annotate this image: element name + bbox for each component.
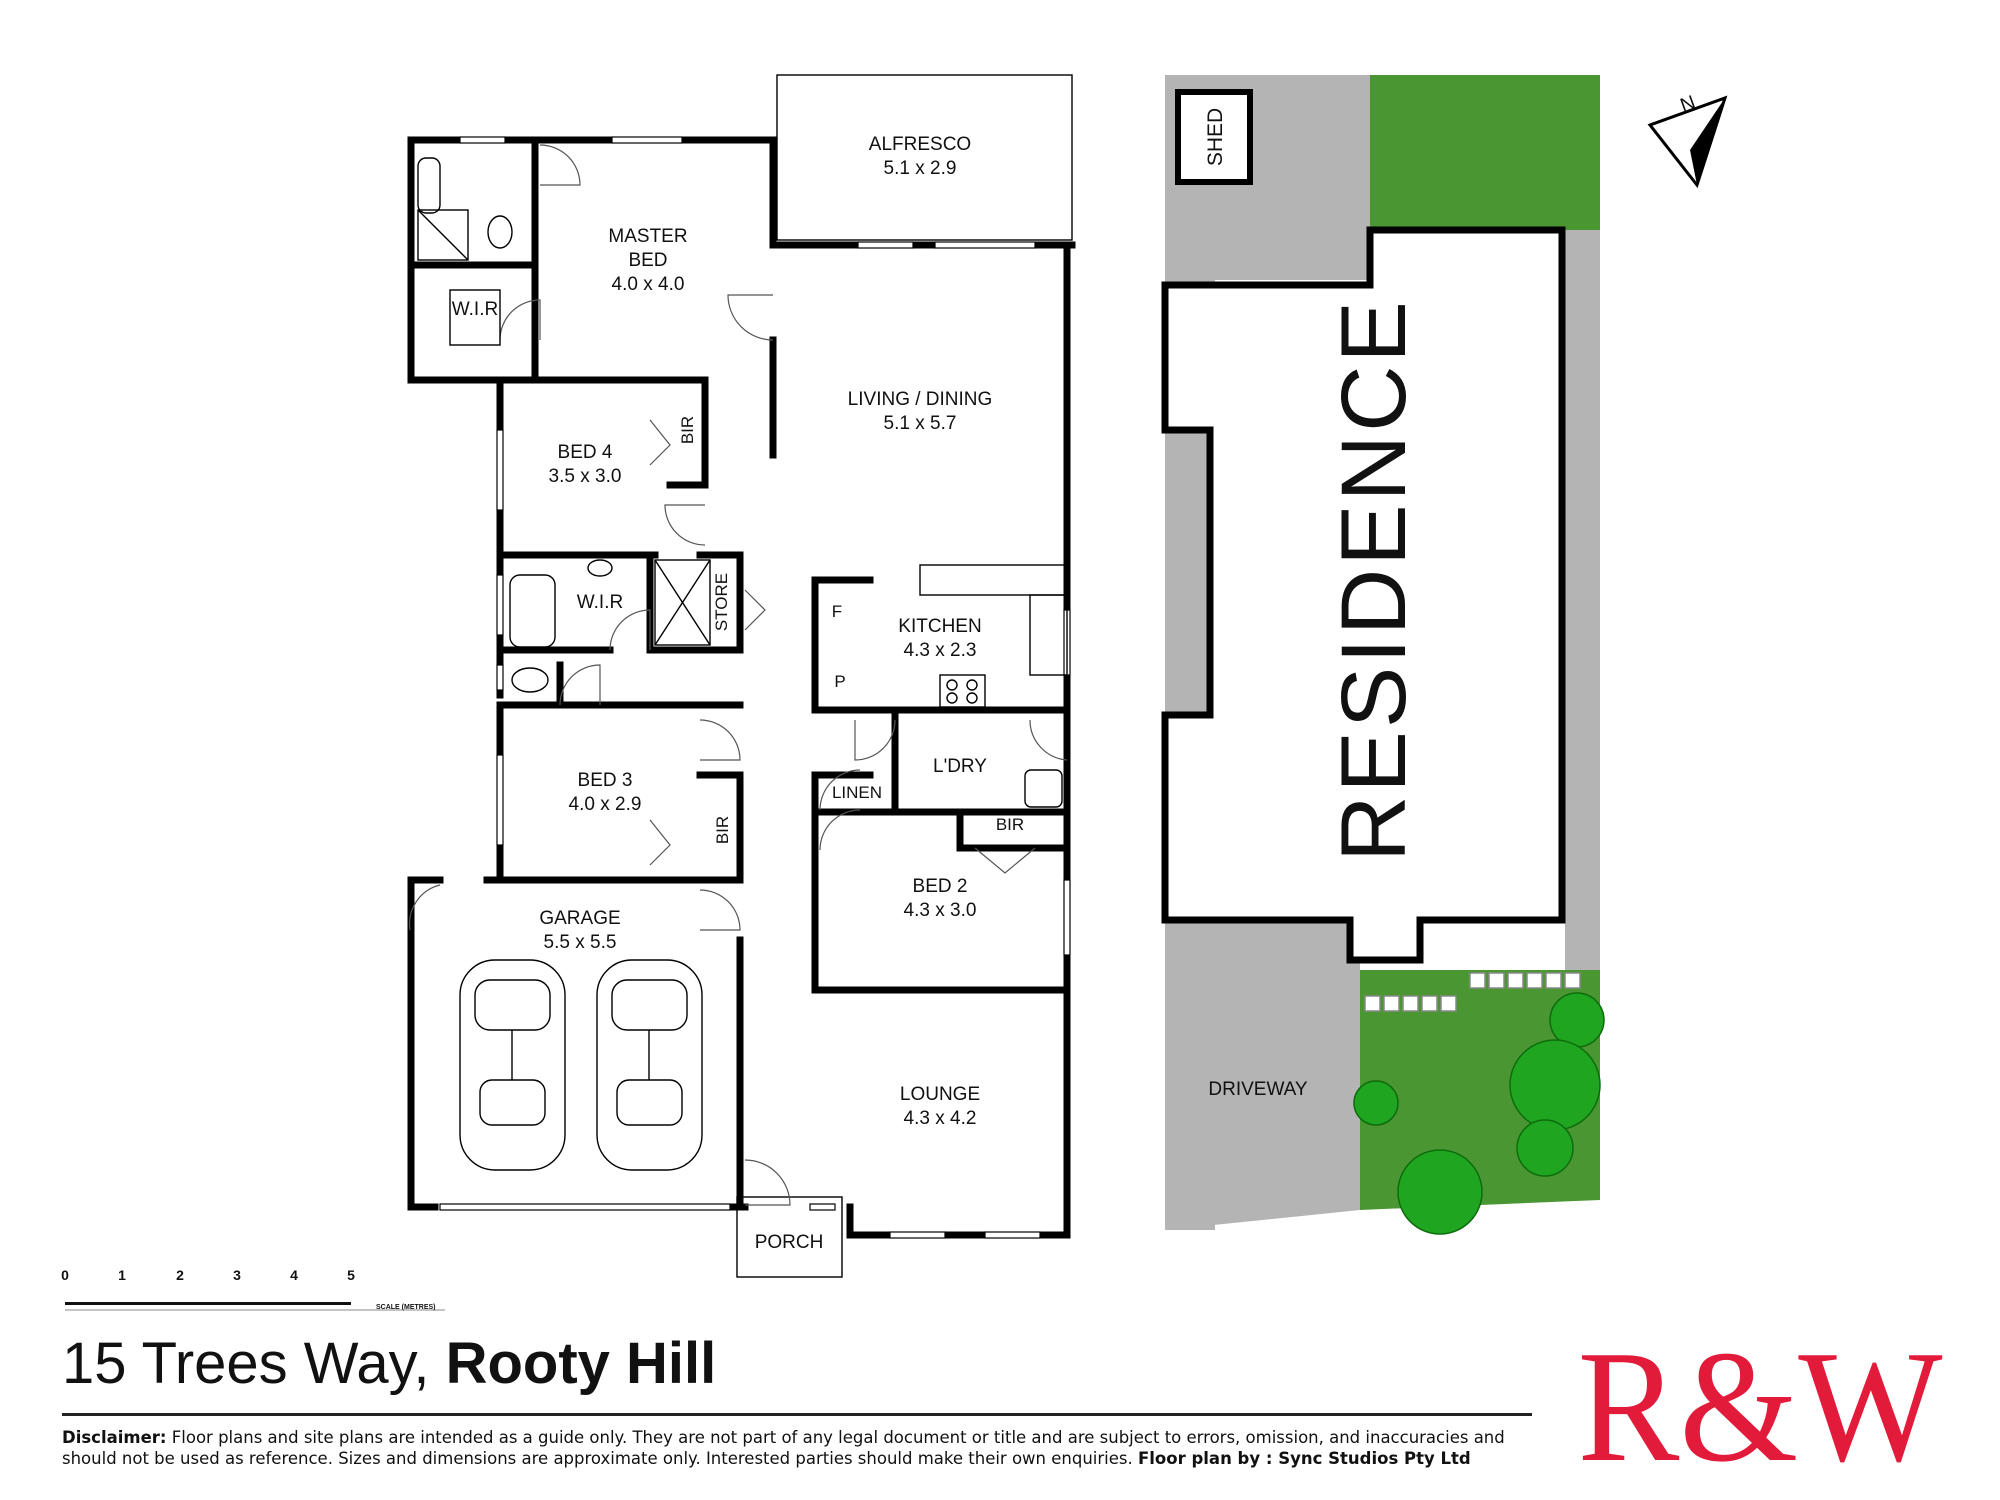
living-name: LIVING / DINING [848, 389, 993, 410]
garage-name: GARAGE [539, 908, 620, 929]
fridge-label: F [832, 602, 842, 621]
scale-tick-4: 4 [290, 1267, 298, 1283]
master-bed-name-1: MASTER [608, 226, 687, 247]
disclaimer-label: Disclaimer: [62, 1428, 167, 1447]
disclaimer: Disclaimer: Floor plans and site plans a… [62, 1427, 1542, 1469]
master-bed-size: 4.0 x 4.0 [612, 274, 685, 295]
shed-label: SHED [1204, 108, 1227, 166]
scale-line [65, 1302, 351, 1305]
bed4-size: 3.5 x 3.0 [549, 466, 622, 487]
site-plan: SHED RESIDENCE DRIVEWAY N [1161, 75, 1728, 1235]
scale-tick-3: 3 [233, 1267, 241, 1283]
bed4-name: BED 4 [558, 442, 613, 463]
scale-tick-1: 1 [118, 1267, 126, 1283]
lawn-strip [1565, 890, 1600, 970]
address-street: 15 Trees Way, [62, 1331, 446, 1396]
driveway-label: DRIVEWAY [1208, 1079, 1308, 1100]
alfresco-size: 5.1 x 2.9 [884, 158, 957, 179]
kitchen-name: KITCHEN [898, 616, 981, 637]
master-bed-name-2: BED [628, 250, 667, 271]
paving-right-strip [1562, 230, 1600, 890]
property-address: 15 Trees Way, Rooty Hill [62, 1335, 716, 1393]
alfresco-name: ALFRESCO [869, 134, 971, 155]
divider [62, 1413, 1532, 1416]
laundry-name: L'DRY [933, 756, 987, 777]
lounge-name: LOUNGE [900, 1084, 980, 1105]
north-label: N [1677, 92, 1698, 118]
master-wir-name: W.I.R [452, 299, 498, 320]
residence-outline [1161, 226, 1566, 964]
bath-wir-name: W.I.R [577, 592, 623, 613]
floor-plan-credit: Floor plan by : Sync Studios Pty Ltd [1137, 1449, 1471, 1468]
kitchen-size: 4.3 x 2.3 [904, 640, 977, 661]
tree-icons [1353, 992, 1605, 1235]
tree-icon [1509, 1039, 1601, 1131]
fixtures [417, 157, 1068, 808]
lounge-size: 4.3 x 4.2 [904, 1108, 977, 1129]
disclaimer-text: Floor plans and site plans are intended … [62, 1428, 1505, 1468]
stepping-pavers [1364, 972, 1581, 1012]
shed [1175, 89, 1253, 185]
scale-caption: SCALE (METRES) [376, 1304, 436, 1311]
tree-icon [1353, 1080, 1399, 1126]
scale-bar: 0 1 2 3 4 5 SCALE (METRES) [61, 1267, 445, 1311]
scale-tick-5: 5 [347, 1267, 355, 1283]
agency-logo: R&W [1578, 1325, 1943, 1475]
bed2-name: BED 2 [913, 876, 968, 897]
lawn-top [1370, 75, 1600, 230]
north-arrow-icon: N [1647, 92, 1728, 189]
bed3-name: BED 3 [578, 770, 633, 791]
tree-icon [1549, 992, 1605, 1048]
logo-text: R&W [1578, 1325, 1943, 1475]
living-size: 5.1 x 5.7 [884, 413, 957, 434]
residence-label: RESIDENCE [1323, 298, 1425, 862]
tree-icon [1397, 1149, 1483, 1235]
pantry-label: P [834, 672, 845, 691]
bed2-size: 4.3 x 3.0 [904, 900, 977, 921]
bed2-bir-name: BIR [996, 815, 1024, 834]
garage-size: 5.5 x 5.5 [544, 932, 617, 953]
room-labels: ALFRESCO 5.1 x 2.9 MASTER BED 4.0 x 4.0 … [452, 134, 1024, 1253]
driveway-paving [1165, 920, 1360, 1230]
scale-tick-2: 2 [176, 1267, 184, 1283]
porch-name: PORCH [755, 1232, 824, 1253]
car-left-icon [459, 959, 566, 1171]
bed3-size: 4.0 x 2.9 [569, 794, 642, 815]
linen-name: LINEN [832, 783, 882, 802]
tree-icon [1516, 1119, 1574, 1177]
bed3-bir-name: BIR [713, 816, 732, 844]
car-right-icon [596, 959, 703, 1171]
address-suburb: Rooty Hill [445, 1331, 717, 1396]
scale-tick-0: 0 [61, 1267, 69, 1283]
bed4-bir-name: BIR [678, 416, 697, 444]
store-name: STORE [712, 573, 731, 631]
door-swings [408, 144, 1068, 1206]
